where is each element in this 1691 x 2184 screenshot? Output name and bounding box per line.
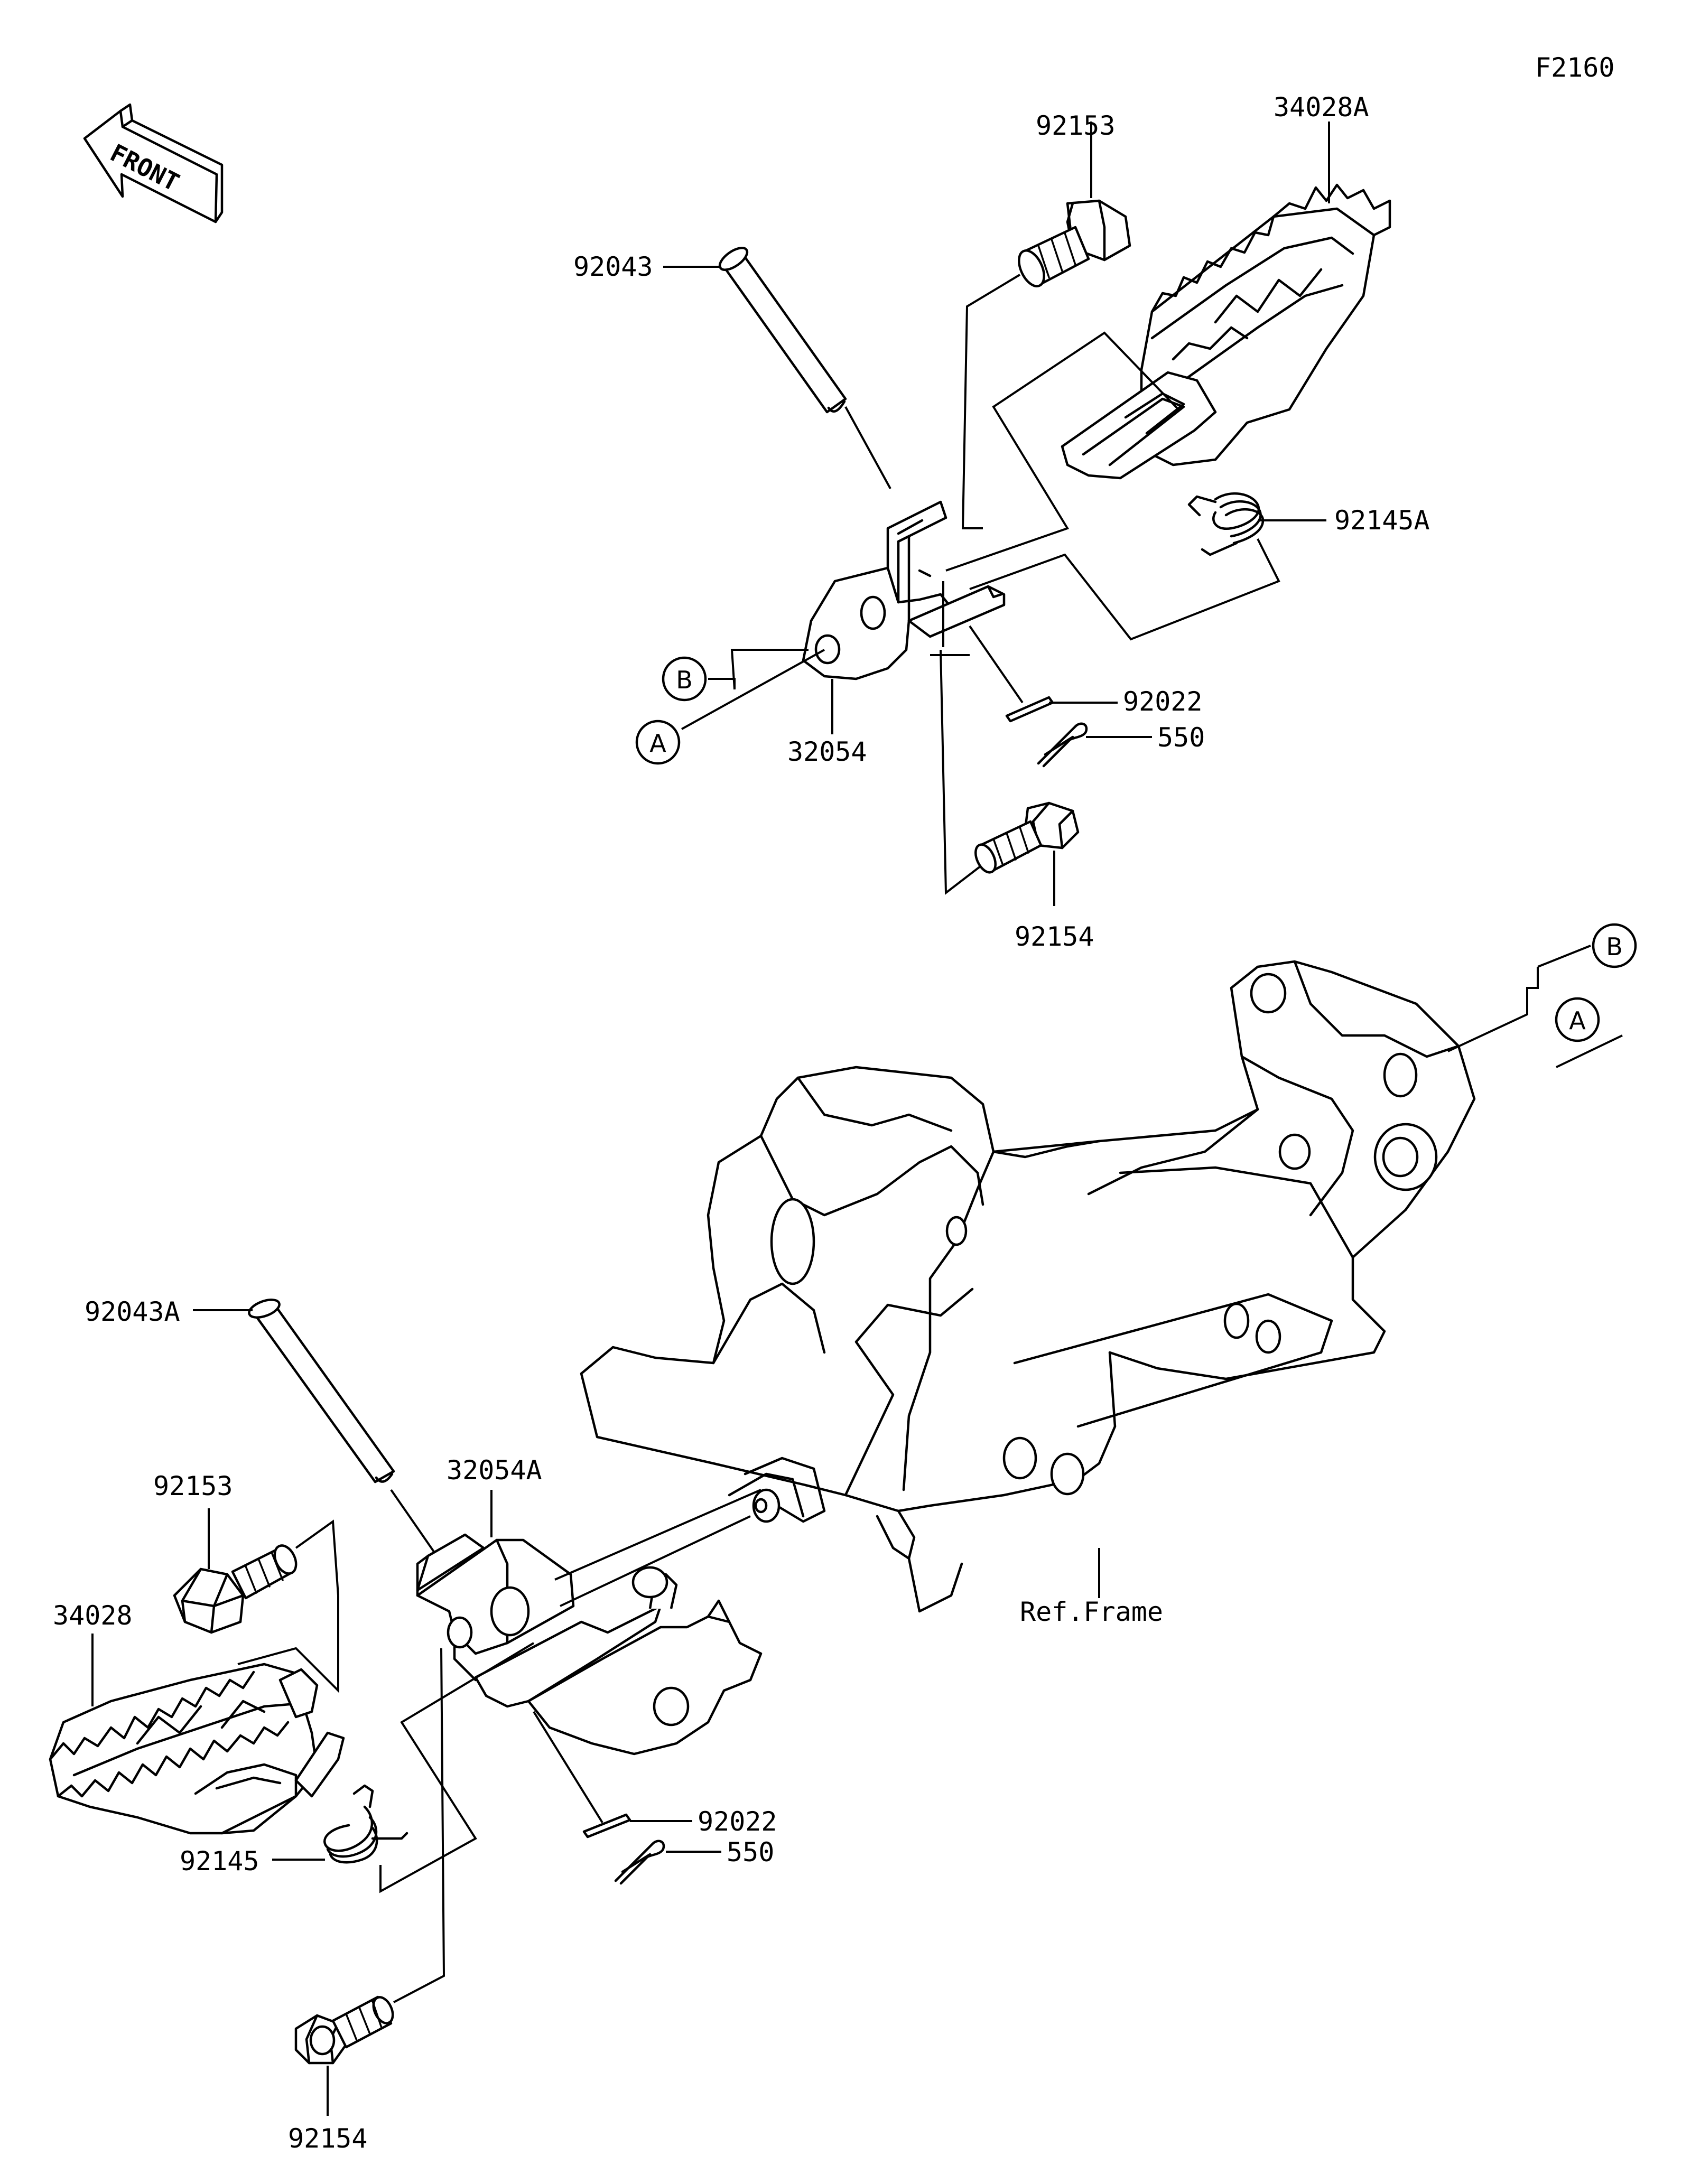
callout-b-upper [662,656,707,702]
bolt-92154-lower [294,1995,394,2065]
label-92154-lower: 92154 [288,2123,368,2154]
pin-92043 [718,247,847,414]
spring-92145A [1187,492,1265,556]
lower-assembly: 92043A 92153 32054A 34028 92145 92022 55… [49,1296,777,2154]
callout-b-right [1592,923,1637,968]
label-92043: 92043 [573,251,653,282]
label-34028: 34028 [53,1600,133,1631]
label-92022-lower: 92022 [698,1806,777,1837]
callout-b-right-label: B [1606,932,1623,961]
label-92043A: 92043A [85,1296,180,1327]
pin-92043A [248,1299,395,1483]
label-92153-lower: 92153 [153,1471,233,1501]
callout-a-upper-label: A [649,729,666,758]
footpeg-34028 [49,1663,345,1835]
label-32054A: 32054A [447,1455,542,1486]
bracket-32054A [416,1533,763,1756]
label-92154-upper: 92154 [1015,921,1094,952]
frame [580,960,1476,1613]
label-32054: 32054 [787,736,867,767]
label-34028A: 34028A [1274,92,1369,123]
callout-b-upper-label: B [676,666,693,694]
front-arrow-icon: FRONT [83,103,224,223]
callout-a-right [1555,997,1600,1042]
bolt-92153-lower [173,1544,298,1634]
upper-assembly: A B 92153 34028A 92043 92145A 32054 9202… [573,92,1430,952]
label-ref-frame: Ref.Frame [1020,1597,1163,1627]
label-92022-upper: 92022 [1123,686,1203,717]
spring-92145 [323,1784,408,1864]
figure-code: F2160 [1535,52,1615,83]
cotter-550-lower [614,1840,665,1885]
bolt-92154-upper [974,801,1080,874]
cotter-550-upper [1037,722,1088,768]
footpeg-34028A [1061,183,1391,480]
washer-92022-lower [582,1813,631,1838]
washer-92022-upper [1005,696,1054,723]
label-550-upper: 550 [1157,722,1205,753]
bracket-32054 [802,500,1006,680]
label-550-lower: 550 [727,1837,774,1868]
bolt-92153-upper [1018,199,1131,287]
label-92153-upper: 92153 [1036,110,1116,141]
callout-a-right-label: A [1569,1006,1586,1035]
label-92145A: 92145A [1334,505,1430,536]
callout-a-upper [635,720,681,765]
label-92145: 92145 [180,1846,259,1877]
